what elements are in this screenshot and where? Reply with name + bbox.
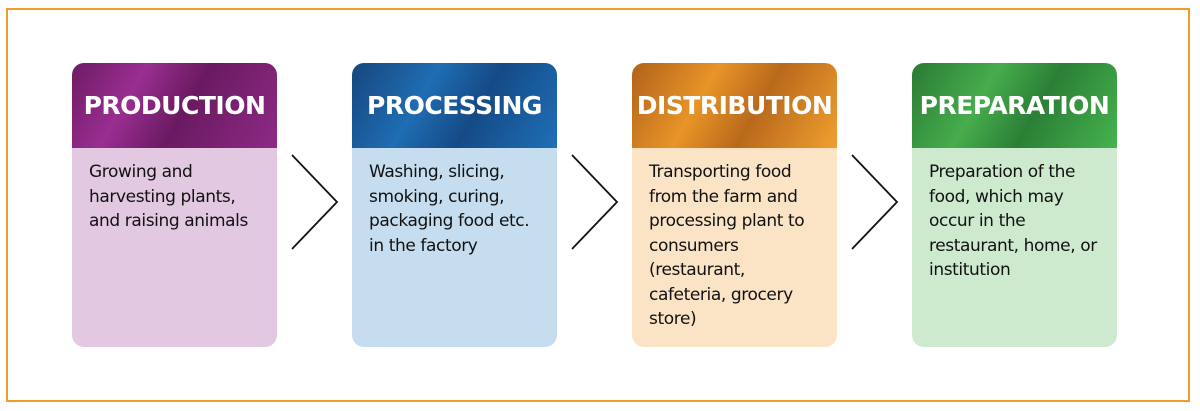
stage-title: DISTRIBUTION <box>632 63 837 148</box>
stage-description: Transporting food from the farm and proc… <box>632 148 837 347</box>
stage-title: PROCESSING <box>352 63 557 148</box>
stage-title: PREPARATION <box>912 63 1117 148</box>
stage-production: PRODUCTION Growing and harvesting plants… <box>72 63 277 347</box>
stage-description: Washing, slicing, smoking, curing, packa… <box>352 148 557 347</box>
diagram-frame <box>6 8 1190 402</box>
chevron-right-icon <box>851 154 899 250</box>
stage-description: Growing and harvesting plants, and raisi… <box>72 148 277 347</box>
stage-description: Preparation of the food, which may occur… <box>912 148 1117 347</box>
stage-distribution: DISTRIBUTION Transporting food from the … <box>632 63 837 347</box>
stage-processing: PROCESSING Washing, slicing, smoking, cu… <box>352 63 557 347</box>
stage-preparation: PREPARATION Preparation of the food, whi… <box>912 63 1117 347</box>
chevron-right-icon <box>571 154 619 250</box>
stage-title: PRODUCTION <box>72 63 277 148</box>
chevron-right-icon <box>291 154 339 250</box>
